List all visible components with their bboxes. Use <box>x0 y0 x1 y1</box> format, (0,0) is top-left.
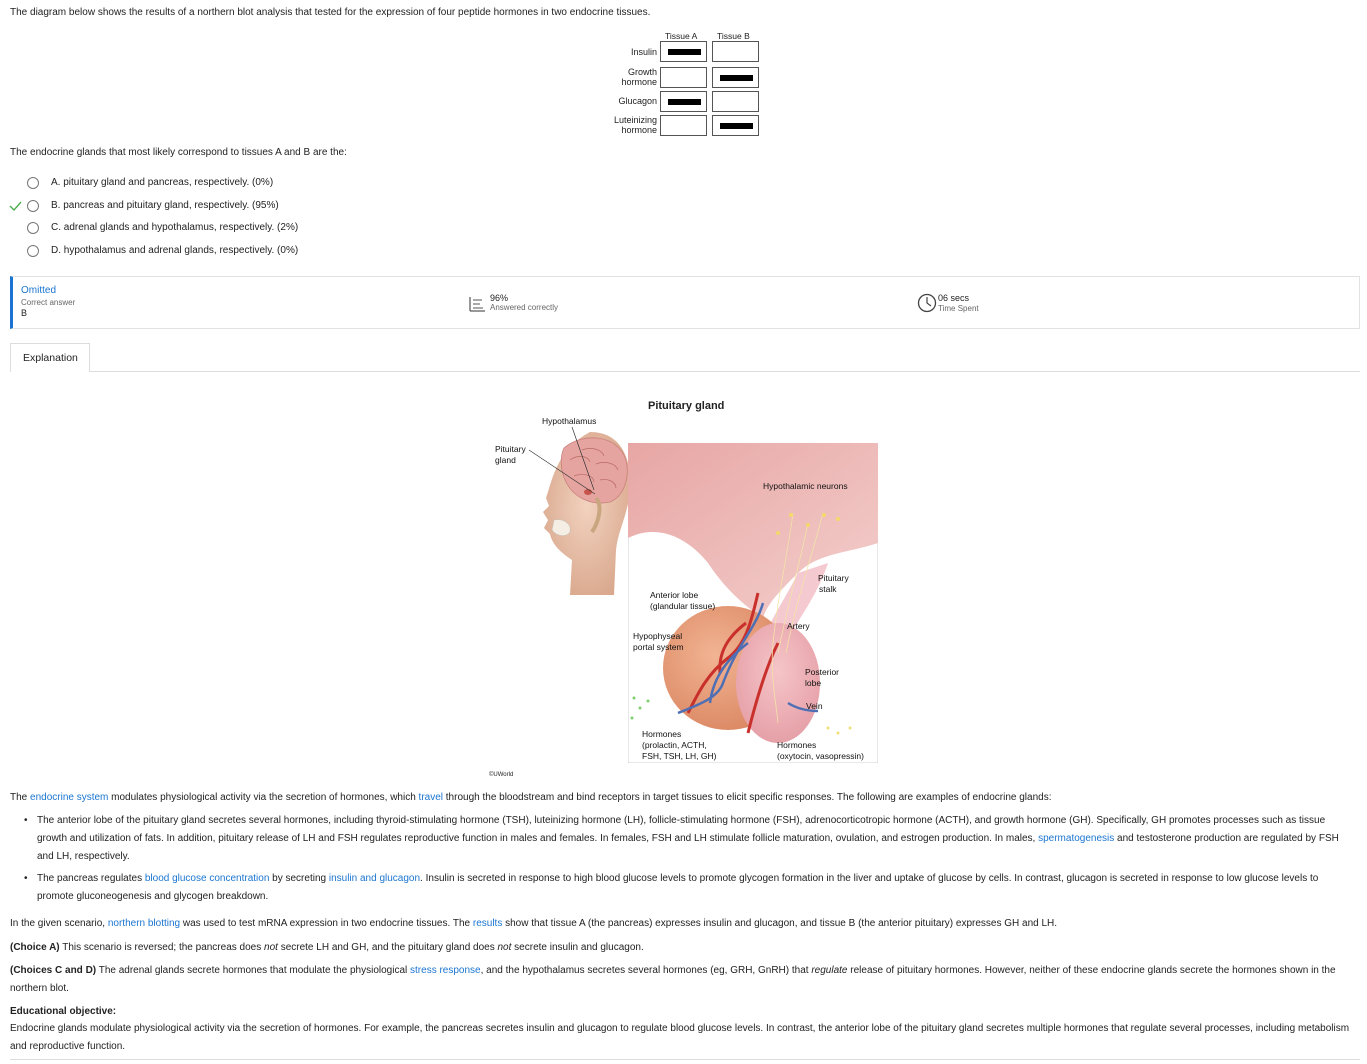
tab-divider <box>90 371 1360 372</box>
lane-b-insulin <box>712 41 759 62</box>
educational-objective-label: Educational objective: <box>10 1006 117 1017</box>
label-anterior-l2: (glandular tissue) <box>650 601 716 611</box>
bullet-dot: • <box>24 873 28 884</box>
radio-choice-c[interactable] <box>27 222 39 234</box>
radio-choice-b[interactable] <box>27 200 39 212</box>
link-endocrine-system[interactable]: endocrine system <box>30 792 109 803</box>
label-posterior-l2: lobe <box>805 678 822 688</box>
label-posterior-l1: Posterior <box>805 667 840 677</box>
educational-objective-text: Endocrine glands modulate physiological … <box>10 1023 1350 1052</box>
radio-choice-a[interactable] <box>27 177 39 189</box>
link-northern-blotting[interactable]: northern blotting <box>107 918 181 929</box>
stats-panel: Omitted Correct answer B 96% Answered co… <box>10 276 1360 329</box>
time-label: Time Spent <box>938 304 979 313</box>
label-vein: Vein <box>806 701 823 711</box>
northern-blot: Tissue A Tissue B Insulin Growth hormone… <box>560 30 770 140</box>
choice-d-text[interactable]: D. hypothalamus and adrenal glands, resp… <box>51 245 299 256</box>
link-results[interactable]: results <box>472 918 503 929</box>
blot-row-lh: Luteinizing hormone <box>560 113 657 137</box>
blot-label: Insulin <box>630 47 657 57</box>
percent-label: Answered correctly <box>490 303 559 312</box>
correct-answer-value: B <box>21 308 28 318</box>
status-omitted: Omitted <box>21 285 57 296</box>
lane-a-insulin <box>660 41 707 62</box>
bullet-dot: • <box>24 815 28 826</box>
stats-icon <box>469 297 485 312</box>
blot-label: Growth <box>627 67 657 77</box>
leader-hypothalamus <box>571 426 595 491</box>
explanation-choice-a: (Choice A) This scenario is reversed; th… <box>10 942 644 953</box>
uworld-credit: ©UWorld <box>489 772 514 778</box>
lane-a-growth <box>660 67 707 88</box>
blot-row-insulin: Insulin <box>560 41 657 63</box>
label-hypothalamus: Hypothalamus <box>542 416 597 426</box>
choice-b-text[interactable]: B. pancreas and pituitary gland, respect… <box>51 200 279 211</box>
bullet-pituitary: The anterior lobe of the pituitary gland… <box>37 815 1339 862</box>
label-portal-l2: portal system <box>633 642 684 652</box>
link-stress-response[interactable]: stress response <box>410 965 481 976</box>
blot-label-2: hormone <box>621 77 657 87</box>
explanation-intro: The endocrine system modulates physiolog… <box>10 792 1052 803</box>
tab-explanation-label: Explanation <box>23 352 78 364</box>
correct-check-icon <box>9 201 22 211</box>
blot-row-growth: Growth hormone <box>560 65 657 89</box>
label-hormones-ant-l2: (prolactin, ACTH, <box>642 740 707 750</box>
pituitary-illustration <box>628 443 878 763</box>
label-artery: Artery <box>787 621 810 631</box>
label-anterior-l1: Anterior lobe <box>650 590 699 600</box>
label-hormones-ant-l1: Hormones <box>642 729 682 739</box>
radio-choice-d[interactable] <box>27 245 39 257</box>
blot-label: Glucagon <box>618 96 657 106</box>
blot-row-glucagon: Glucagon <box>560 91 657 113</box>
label-hyp-neurons: Hypothalamic neurons <box>763 481 848 491</box>
tissue-b-header: Tissue B <box>717 31 750 41</box>
correct-answer-label: Correct answer <box>21 298 76 307</box>
link-travel[interactable]: travel <box>418 792 443 803</box>
link-blood-glucose[interactable]: blood glucose concentration <box>144 873 270 884</box>
lane-b-lh <box>712 115 759 136</box>
band <box>720 123 753 129</box>
choice-a-text[interactable]: A. pituitary gland and pancreas, respect… <box>51 177 274 188</box>
label-portal-l1: Hypophyseal <box>633 631 683 641</box>
label-pituitary-l2: gland <box>495 455 516 465</box>
band <box>720 75 753 81</box>
tab-explanation[interactable]: Explanation <box>10 343 90 372</box>
lane-a-lh <box>660 115 707 136</box>
blot-label: Luteinizing <box>613 115 657 125</box>
tissue-a-header: Tissue A <box>665 31 698 41</box>
band <box>668 99 701 105</box>
band <box>668 49 701 55</box>
explanation-scenario: In the given scenario, northern blotting… <box>10 918 1058 929</box>
question-stem: The endocrine glands that most likely co… <box>10 147 347 158</box>
label-hormones-post-l1: Hormones <box>777 740 817 750</box>
question-intro: The diagram below shows the results of a… <box>10 7 651 18</box>
percent-correct: 96% <box>490 293 509 303</box>
leader-pituitary <box>528 449 596 495</box>
lane-a-glucagon <box>660 91 707 112</box>
label-hormones-ant-l3: FSH, TSH, LH, GH) <box>642 751 717 761</box>
label-stalk-l2: stalk <box>819 584 837 594</box>
explanation-choices-cd: (Choices C and D) The adrenal glands sec… <box>10 965 1336 994</box>
time-spent: 06 secs <box>938 293 970 303</box>
bottom-divider <box>10 1059 1360 1060</box>
bullet-pancreas: The pancreas regulates blood glucose con… <box>37 873 1319 902</box>
blot-label-2: hormone <box>621 125 657 135</box>
lane-b-glucagon <box>712 91 759 112</box>
clock-icon <box>917 293 937 313</box>
label-hormones-post-l2: (oxytocin, vasopressin) <box>777 751 864 761</box>
label-pituitary-l1: Pituitary <box>495 444 526 454</box>
link-insulin-glucagon[interactable]: insulin and glucagon <box>328 873 421 884</box>
answer-choices: A. pituitary gland and pancreas, respect… <box>0 174 500 266</box>
lane-b-growth <box>712 67 759 88</box>
link-spermatogenesis[interactable]: spermatogenesis <box>1038 833 1115 844</box>
choice-c-text[interactable]: C. adrenal glands and hypothalamus, resp… <box>51 222 299 233</box>
label-stalk-l1: Pituitary <box>818 573 849 583</box>
figure-title: Pituitary gland <box>648 400 725 412</box>
